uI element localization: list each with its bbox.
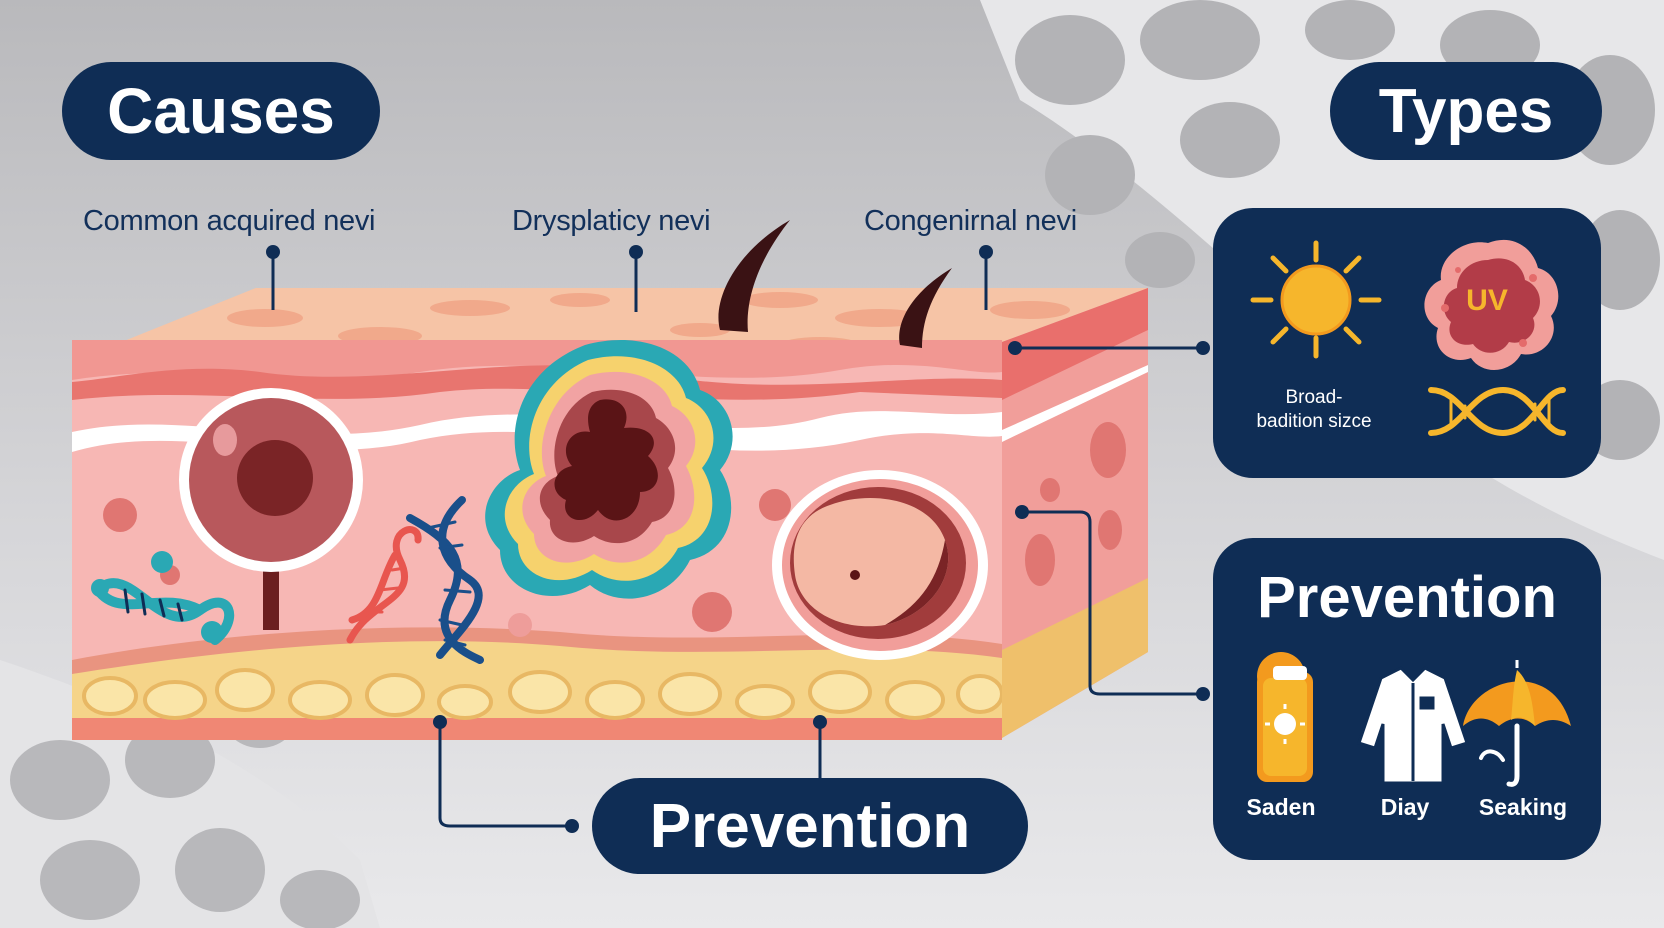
sunscreen-icon xyxy=(1257,652,1313,782)
label-common-acquired-nevi: Common acquired nevi xyxy=(83,205,376,237)
prevention-item-1: Saden xyxy=(1246,794,1316,820)
congenital-nevus xyxy=(772,470,988,660)
prevention-panel-title: Prevention xyxy=(1257,565,1557,630)
uv-badge-label: UV xyxy=(1466,284,1508,317)
prevention-item-2: Diay xyxy=(1380,794,1430,820)
prevention-item-3: Seaking xyxy=(1478,794,1568,820)
types-heading-text: Types xyxy=(1378,76,1554,146)
hair-strands xyxy=(718,220,952,348)
connector-dots xyxy=(266,245,1210,833)
common-nevus-cell xyxy=(179,388,363,630)
prevention-panel-icons xyxy=(1257,652,1571,787)
label-dysplastic-nevi: Drysplaticy nevi xyxy=(512,205,711,237)
dna-helix-teal xyxy=(91,551,235,645)
umbrella-icon xyxy=(1463,660,1571,787)
types-panel: UV Broad- badition sizce xyxy=(1213,208,1601,478)
types-panel-icons xyxy=(1250,239,1566,437)
types-caption: Broad- badition sizce xyxy=(1243,386,1385,434)
types-caption-line2: badition sizce xyxy=(1256,411,1372,432)
label-congenital-nevi: Congenirnal nevi xyxy=(864,205,1077,237)
causes-heading: Causes xyxy=(62,62,380,160)
types-caption-line1: Broad- xyxy=(1285,387,1343,408)
protective-clothing-icon xyxy=(1357,666,1469,785)
causes-heading-text: Causes xyxy=(107,75,335,147)
prevention-bottom-heading: Prevention xyxy=(592,778,1028,874)
prevention-bottom-heading-text: Prevention xyxy=(649,791,971,861)
sun-icon xyxy=(1250,240,1382,359)
types-heading: Types xyxy=(1330,62,1602,160)
dysplastic-nevus xyxy=(485,340,733,599)
dna-helix-red-blue xyxy=(346,496,484,664)
dna-icon xyxy=(1428,386,1566,437)
uv-damage-icon xyxy=(1424,239,1559,370)
prevention-panel: Prevention Saden Diay Seaking xyxy=(1213,538,1601,860)
connector-lines xyxy=(271,252,1203,828)
